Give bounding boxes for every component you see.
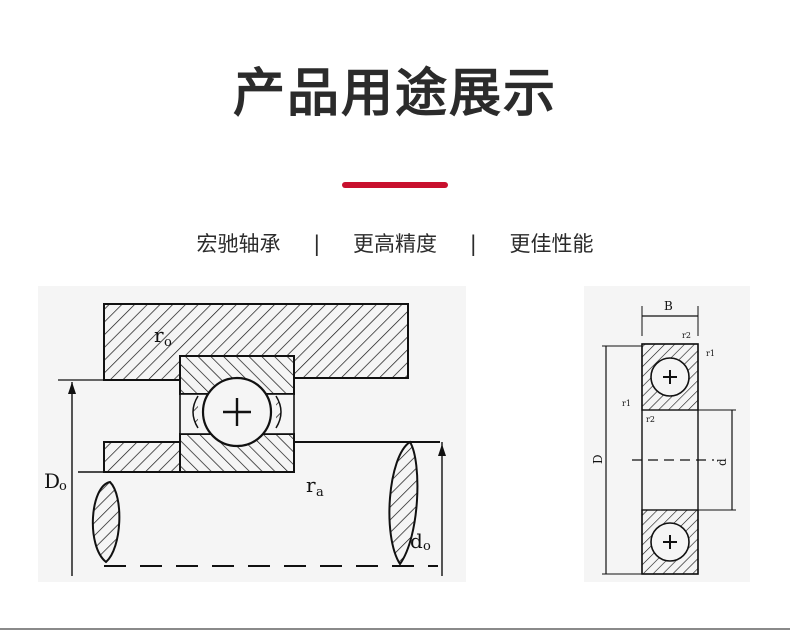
feature-1: 宏驰轴承 xyxy=(196,232,281,256)
page-title: 产品用途展示 xyxy=(232,64,557,124)
label-r-shaft-sub: a xyxy=(316,485,324,500)
label-r1-mid: r1 xyxy=(622,399,631,408)
label-r1-top: r1 xyxy=(706,349,715,358)
label-r2-mid: r2 xyxy=(646,415,655,424)
label-r-shaft: r xyxy=(306,473,316,497)
feature-strip: 宏驰轴承 | 更高精度 | 更佳性能 xyxy=(0,224,790,264)
label-inner-d: d xyxy=(715,458,729,466)
title-accent-bar xyxy=(342,182,448,188)
feature-3: 更佳性能 xyxy=(509,232,594,256)
label-D-outer: D xyxy=(44,469,60,493)
feature-separator: | xyxy=(469,232,477,256)
mounting-diagram: D o d o r o r a xyxy=(44,303,446,576)
feature-2: 更高精度 xyxy=(353,232,437,256)
cross-section-panel: B D d r2 r1 r1 r2 xyxy=(584,286,750,582)
label-outer-D: D xyxy=(591,454,605,464)
shaft-section-right xyxy=(388,440,419,566)
label-r2-top: r2 xyxy=(682,331,691,340)
cross-section-diagram: B D d r2 r1 r1 r2 xyxy=(591,299,736,575)
shaft-section-left xyxy=(91,480,121,564)
label-width-B: B xyxy=(664,299,673,313)
shaft-shoulder xyxy=(103,441,181,473)
feature-separator: | xyxy=(313,232,321,256)
label-r-housing-sub: o xyxy=(164,335,172,350)
label-d-shaft-sub: o xyxy=(423,539,431,554)
bottom-divider xyxy=(0,628,790,630)
label-d-shaft: d xyxy=(410,529,423,553)
mounting-diagram-panel: D o d o r o r a xyxy=(38,286,466,582)
label-r-housing: r xyxy=(154,323,164,347)
label-D-outer-sub: o xyxy=(59,479,67,494)
